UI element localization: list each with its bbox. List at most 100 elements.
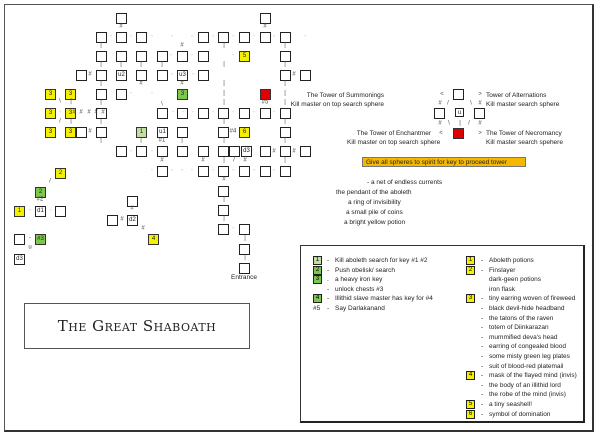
room[interactable] [96, 127, 107, 138]
tower-right-room[interactable] [474, 108, 485, 119]
room[interactable] [157, 51, 168, 62]
room-marked[interactable]: 3 [45, 108, 56, 119]
room-marked[interactable]: 3 [65, 127, 76, 138]
room[interactable] [136, 51, 147, 62]
room-marked[interactable]: 1 [136, 127, 147, 138]
room[interactable] [218, 32, 229, 43]
room[interactable] [55, 206, 66, 217]
room[interactable] [260, 146, 271, 157]
room[interactable]: d3 [14, 254, 25, 265]
room[interactable] [198, 108, 209, 119]
room[interactable] [116, 146, 127, 157]
room[interactable] [96, 70, 107, 81]
room[interactable] [260, 13, 271, 24]
room[interactable] [280, 51, 291, 62]
room[interactable] [116, 13, 127, 24]
path-connector: · [191, 33, 193, 40]
room[interactable] [76, 127, 87, 138]
room[interactable] [136, 146, 147, 157]
room[interactable]: d1 [35, 206, 46, 217]
room[interactable] [218, 108, 229, 119]
room[interactable] [198, 70, 209, 81]
room-marked[interactable]: 4 [148, 234, 159, 245]
room[interactable] [177, 146, 188, 157]
room[interactable] [280, 127, 291, 138]
room[interactable] [218, 186, 229, 197]
room[interactable] [116, 51, 127, 62]
room-marked[interactable]: 3 [65, 108, 76, 119]
path-connector: | [100, 137, 102, 144]
legend-dash: . [327, 276, 329, 283]
room-red[interactable] [260, 89, 271, 100]
room[interactable] [177, 51, 188, 62]
room[interactable] [218, 127, 229, 138]
tower-left-room[interactable] [434, 108, 445, 119]
room[interactable] [260, 108, 271, 119]
room[interactable] [280, 166, 291, 177]
room[interactable] [96, 32, 107, 43]
room-marked[interactable]: 5 [239, 51, 250, 62]
room[interactable] [177, 127, 188, 138]
room-marked[interactable]: 3 [45, 89, 56, 100]
room-label: #3 [37, 236, 44, 242]
room[interactable] [218, 146, 229, 157]
room-marked[interactable]: 3 [45, 127, 56, 138]
room[interactable] [198, 146, 209, 157]
room-marked[interactable]: #3 [35, 234, 46, 245]
room[interactable] [239, 108, 250, 119]
path-connector: · [253, 109, 255, 116]
room[interactable]: u1 [157, 127, 168, 138]
room[interactable] [96, 51, 107, 62]
room[interactable]: d3 [241, 146, 252, 157]
room[interactable] [14, 234, 25, 245]
room[interactable]: u3 [177, 70, 188, 81]
room-marked[interactable]: 2 [55, 168, 66, 179]
room[interactable] [239, 263, 250, 274]
room[interactable] [229, 146, 240, 157]
room[interactable] [157, 70, 168, 81]
room[interactable] [239, 166, 250, 177]
room[interactable] [218, 224, 229, 235]
room-label: 3 [48, 110, 53, 116]
room[interactable] [260, 32, 271, 43]
room[interactable] [107, 215, 118, 226]
room[interactable] [198, 32, 209, 43]
room[interactable] [280, 146, 291, 157]
room[interactable] [300, 70, 311, 81]
room[interactable]: d2 [127, 215, 138, 226]
room[interactable]: u2 [116, 70, 127, 81]
room[interactable] [136, 32, 147, 43]
room[interactable] [136, 70, 147, 81]
room[interactable] [198, 166, 209, 177]
tower-top-room[interactable] [453, 89, 464, 100]
room[interactable] [96, 108, 107, 119]
room[interactable] [300, 146, 311, 157]
room-marked[interactable]: 1 [14, 206, 25, 217]
room[interactable] [127, 196, 138, 207]
room[interactable] [239, 224, 250, 235]
room-marked[interactable]: 2 [35, 187, 46, 198]
room[interactable] [116, 32, 127, 43]
room[interactable] [239, 244, 250, 255]
room-marked[interactable]: 3 [177, 89, 188, 100]
room[interactable] [157, 108, 168, 119]
room[interactable] [218, 205, 229, 216]
room[interactable] [218, 166, 229, 177]
room[interactable] [96, 89, 107, 100]
legend-dash: - [327, 285, 330, 293]
tower-bottom-room-red[interactable] [453, 128, 464, 139]
room[interactable] [157, 146, 168, 157]
room-marked[interactable]: 3 [65, 89, 76, 100]
room[interactable] [76, 70, 87, 81]
room[interactable] [260, 166, 271, 177]
room-marked[interactable]: 6 [239, 127, 250, 138]
tower-center-room[interactable]: u [455, 108, 464, 117]
room[interactable] [157, 166, 168, 177]
room[interactable] [239, 32, 250, 43]
room[interactable] [280, 70, 291, 81]
room[interactable] [116, 89, 127, 100]
room[interactable] [280, 108, 291, 119]
room[interactable] [198, 51, 209, 62]
room[interactable] [177, 108, 188, 119]
room[interactable] [280, 32, 291, 43]
